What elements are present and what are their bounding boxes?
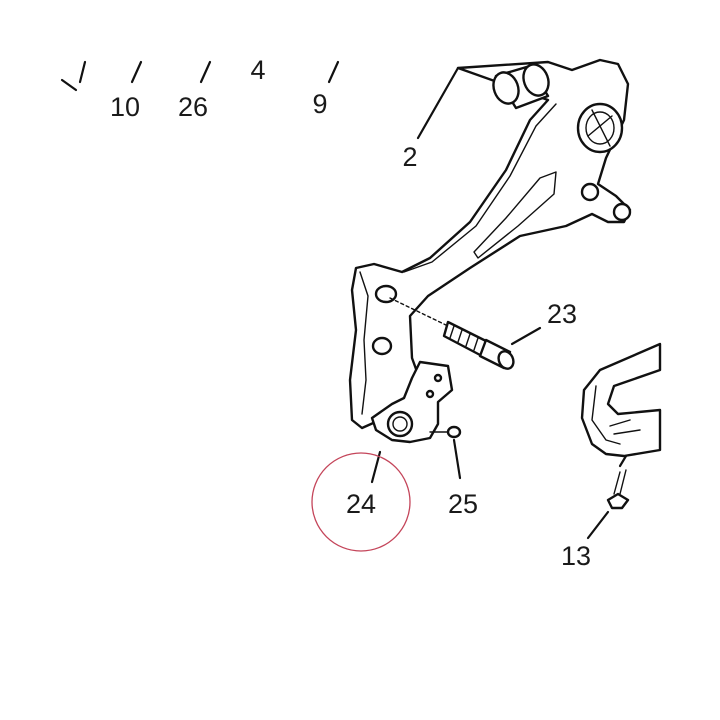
pin-25 [429,425,462,480]
callout-9[interactable]: 9 [312,89,327,119]
highlight-circle [311,452,411,552]
callout-13[interactable]: 13 [561,541,591,571]
side-bracket [580,342,662,540]
callout-26[interactable]: 26 [178,92,208,122]
callout-24[interactable]: 24 [346,489,376,519]
callout-4[interactable]: 4 [250,55,265,85]
callout-23[interactable]: 23 [547,299,577,329]
footpeg-bracket [348,58,632,430]
callout-25[interactable]: 25 [448,489,478,519]
mounting-plate [370,360,454,484]
bushing [492,63,550,110]
top-left-marks [60,60,340,92]
leader-2 [416,66,460,140]
callout-2[interactable]: 2 [402,142,417,172]
bolt-23 [389,297,542,370]
callout-10[interactable]: 10 [110,92,140,122]
